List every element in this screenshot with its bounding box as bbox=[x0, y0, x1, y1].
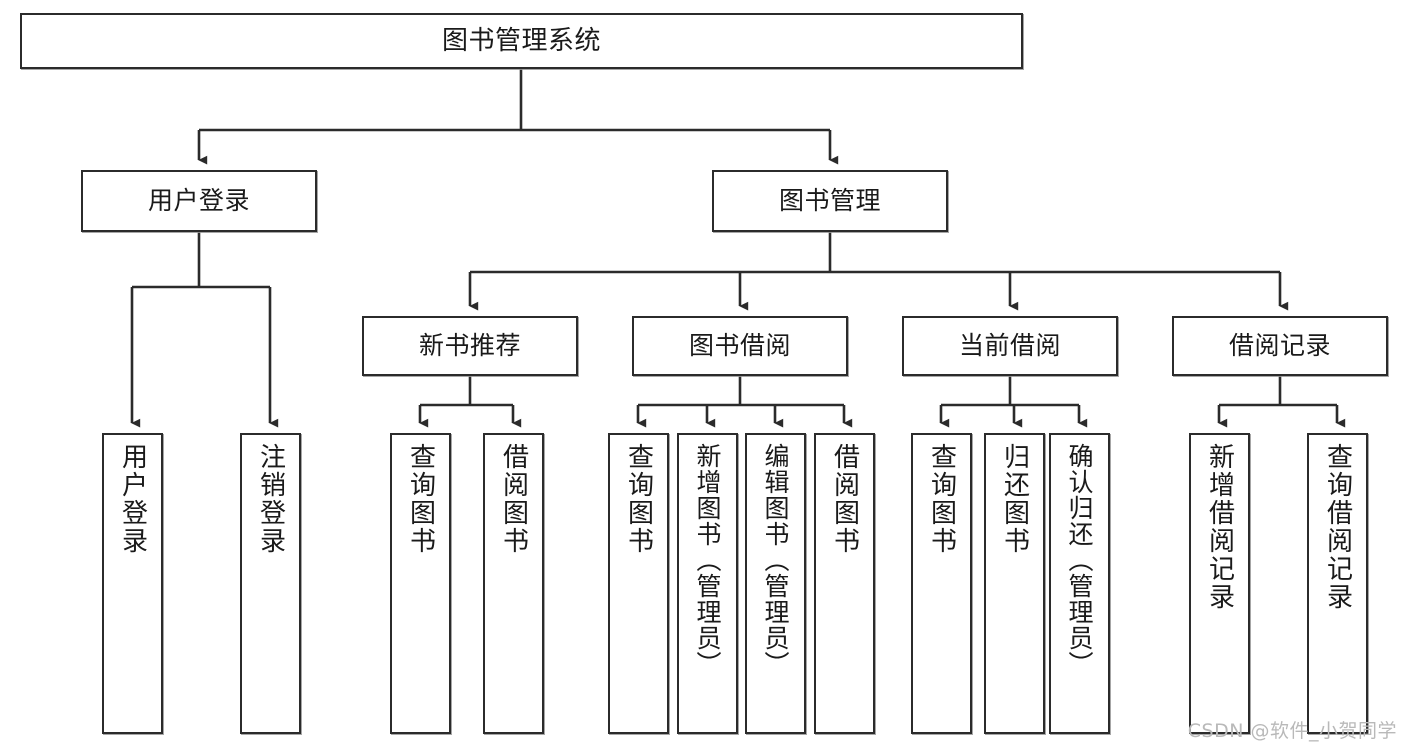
node-label: 借阅图书 bbox=[829, 443, 860, 555]
node-leaf-add-loan-record[interactable]: 新增借阅记录 bbox=[1189, 433, 1250, 734]
node-label: 新增借阅记录 bbox=[1204, 443, 1235, 611]
node-label: 新书推荐 bbox=[418, 331, 521, 361]
node-loan-records[interactable]: 借阅记录 bbox=[1172, 316, 1388, 376]
node-leaf-user-login[interactable]: 用户登录 bbox=[102, 433, 163, 734]
node-leaf-logout[interactable]: 注销登录 bbox=[240, 433, 301, 734]
node-leaf-query-loan-record[interactable]: 查询借阅记录 bbox=[1307, 433, 1368, 734]
node-label: 归还图书 bbox=[999, 443, 1030, 555]
node-label: 查询图书 bbox=[623, 443, 654, 555]
node-leaf-confirm-return-admin[interactable]: 确认归还（管理员） bbox=[1049, 433, 1110, 734]
node-user-login[interactable]: 用户登录 bbox=[81, 170, 317, 232]
node-label: 编辑图书（管理员） bbox=[761, 443, 790, 677]
node-leaf-edit-book-admin[interactable]: 编辑图书（管理员） bbox=[745, 433, 806, 734]
node-label: 图书管理 bbox=[778, 186, 881, 216]
node-label: 图书管理系统 bbox=[441, 25, 601, 56]
node-label: 图书借阅 bbox=[688, 331, 791, 361]
node-leaf-borrow-book[interactable]: 借阅图书 bbox=[814, 433, 875, 734]
node-label: 查询图书 bbox=[926, 443, 957, 555]
node-label: 当前借阅 bbox=[958, 331, 1061, 361]
node-label: 新增图书（管理员） bbox=[693, 443, 722, 677]
node-leaf-query-book-current[interactable]: 查询图书 bbox=[911, 433, 972, 734]
node-leaf-borrow-book-rec[interactable]: 借阅图书 bbox=[483, 433, 544, 734]
node-leaf-query-book-borrow[interactable]: 查询图书 bbox=[608, 433, 669, 734]
node-root-book-management-system[interactable]: 图书管理系统 bbox=[20, 13, 1023, 69]
node-label: 借阅记录 bbox=[1228, 331, 1331, 361]
node-leaf-query-book-rec[interactable]: 查询图书 bbox=[390, 433, 451, 734]
node-label: 用户登录 bbox=[147, 186, 250, 216]
node-book-management[interactable]: 图书管理 bbox=[712, 170, 948, 232]
node-book-borrowing[interactable]: 图书借阅 bbox=[632, 316, 848, 376]
node-current-loans[interactable]: 当前借阅 bbox=[902, 316, 1118, 376]
node-label: 确认归还（管理员） bbox=[1065, 443, 1094, 677]
node-new-book-recommendation[interactable]: 新书推荐 bbox=[362, 316, 578, 376]
node-label: 查询图书 bbox=[405, 443, 436, 555]
csdn-watermark: CSDN @软件_小贺同学 bbox=[1187, 720, 1397, 742]
node-label: 用户登录 bbox=[117, 443, 148, 555]
node-label: 注销登录 bbox=[255, 443, 286, 555]
node-label: 借阅图书 bbox=[498, 443, 529, 555]
node-leaf-add-book-admin[interactable]: 新增图书（管理员） bbox=[677, 433, 738, 734]
node-leaf-return-book[interactable]: 归还图书 bbox=[984, 433, 1045, 734]
node-label: 查询借阅记录 bbox=[1322, 443, 1353, 611]
